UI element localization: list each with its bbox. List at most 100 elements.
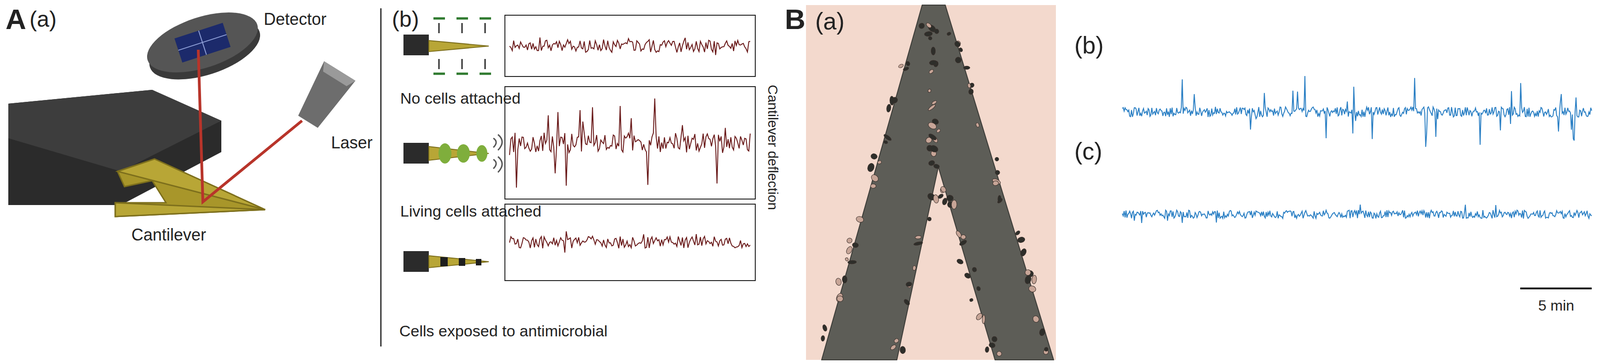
cell	[927, 132, 937, 142]
detector-symbol	[139, 0, 268, 92]
cell	[1024, 274, 1032, 285]
cell	[936, 128, 942, 134]
signal-trace	[1122, 204, 1592, 224]
cell	[905, 281, 913, 288]
cell	[912, 265, 917, 271]
cell	[925, 22, 933, 29]
cell	[982, 314, 986, 324]
cell	[886, 104, 892, 113]
label: Detector	[263, 10, 327, 29]
panel-letter: B	[784, 3, 806, 36]
cell	[836, 295, 844, 303]
label: 5 min	[1538, 297, 1575, 315]
cell	[870, 153, 878, 160]
cell	[835, 292, 844, 304]
cell	[997, 195, 1002, 203]
cell	[870, 183, 877, 189]
label: Laser	[331, 133, 373, 153]
cell	[889, 343, 898, 351]
cell	[927, 216, 932, 222]
cell	[969, 298, 974, 303]
cell	[924, 31, 933, 37]
cell	[953, 40, 961, 48]
cell	[846, 237, 854, 245]
cell	[958, 239, 968, 247]
label: (b)	[391, 7, 420, 32]
row-icon-2	[403, 134, 503, 173]
label: (a)	[815, 8, 845, 35]
cell	[889, 96, 895, 106]
cell	[951, 200, 957, 210]
cell	[870, 173, 880, 184]
label: No cells attached	[400, 89, 521, 107]
cell	[927, 121, 938, 131]
cell	[956, 258, 965, 266]
cell	[928, 160, 936, 167]
cell	[946, 31, 952, 36]
cell	[927, 103, 937, 112]
cell	[905, 60, 911, 67]
plot-frame	[504, 15, 756, 77]
cell	[844, 257, 849, 262]
cell	[988, 342, 996, 349]
cell	[1043, 347, 1049, 352]
label: Living cells attached	[400, 202, 542, 220]
cell	[939, 185, 948, 194]
divider	[380, 8, 382, 347]
cell	[903, 298, 911, 307]
cell	[835, 278, 842, 287]
cell	[1031, 275, 1038, 285]
cell	[1019, 248, 1028, 258]
cell	[893, 337, 900, 344]
cell	[963, 272, 972, 280]
cells	[820, 22, 1049, 357]
cell	[992, 180, 999, 186]
cell	[845, 245, 854, 255]
cell	[927, 35, 933, 42]
micrograph	[805, 5, 1056, 361]
label: (c)	[1074, 138, 1103, 165]
cell	[918, 22, 926, 30]
holder-top	[8, 89, 222, 172]
cell	[866, 162, 876, 173]
cell	[946, 195, 954, 202]
cell	[1038, 328, 1046, 337]
scale-bar	[1520, 287, 1592, 290]
panel-letter: A	[5, 3, 27, 36]
cell	[963, 65, 971, 70]
cell	[991, 336, 998, 344]
cell	[967, 83, 972, 89]
cell	[996, 350, 1003, 357]
deflection-trace	[509, 231, 751, 253]
deflection-trace	[509, 98, 751, 188]
cell	[976, 285, 982, 292]
cell	[1014, 230, 1021, 237]
cell	[954, 56, 962, 64]
row-icon-3	[403, 251, 489, 273]
cell	[842, 275, 848, 284]
cell	[933, 163, 940, 170]
cell	[847, 260, 857, 265]
label: Cells exposed to antimicrobial	[399, 322, 608, 340]
label: Cantilever	[131, 225, 207, 245]
label: (b)	[1074, 32, 1104, 59]
cell	[1024, 268, 1032, 277]
cell	[902, 66, 910, 72]
cell	[883, 140, 889, 145]
cell	[930, 47, 936, 56]
cantilever-image	[821, 5, 1054, 361]
cell	[855, 215, 865, 224]
cell	[897, 63, 904, 69]
cell	[933, 28, 940, 35]
cell	[1017, 236, 1026, 244]
cell	[960, 234, 966, 240]
signal-trace	[1122, 76, 1592, 148]
cell	[929, 144, 939, 154]
cell	[820, 335, 825, 342]
cell	[914, 235, 922, 240]
cell	[877, 160, 882, 165]
plot-frame	[504, 86, 756, 200]
cell	[822, 324, 828, 332]
cell	[975, 122, 980, 128]
